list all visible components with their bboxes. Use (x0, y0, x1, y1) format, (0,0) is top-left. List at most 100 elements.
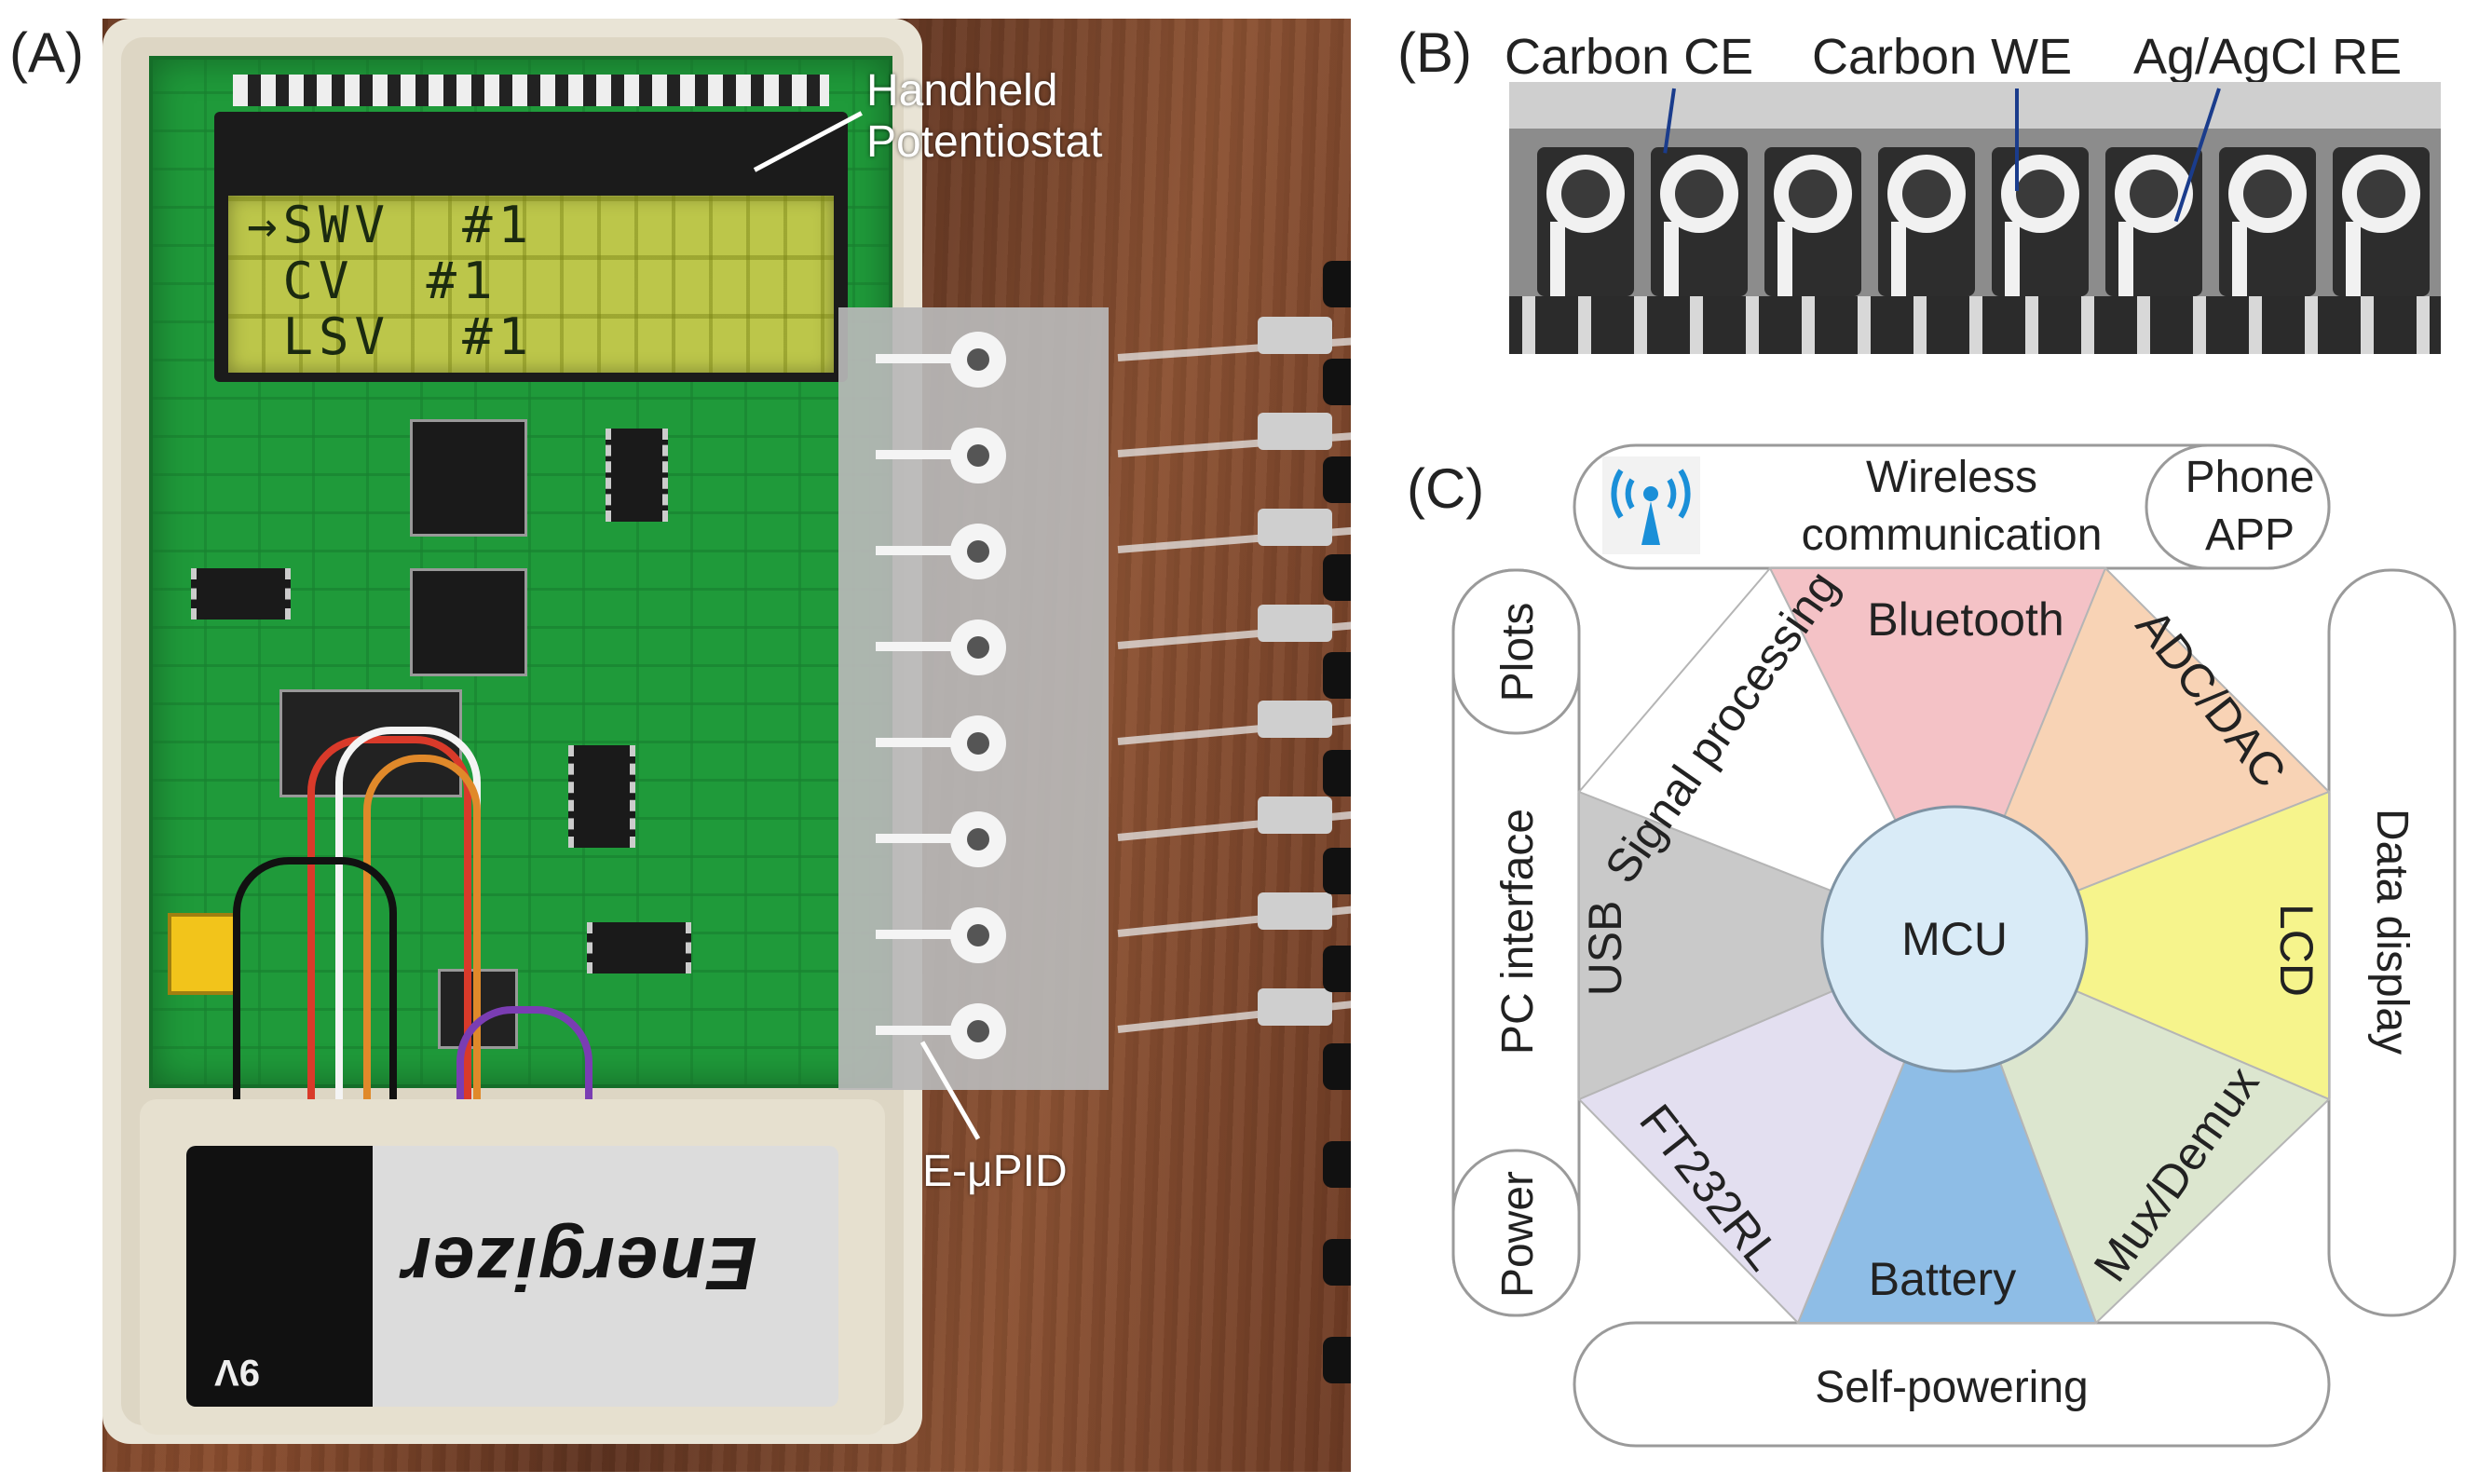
label-plots: Plots (1493, 603, 1543, 702)
label-phone-2: APP (2205, 511, 2295, 560)
reference-lead (2005, 222, 2020, 296)
tube-cap (1323, 554, 1351, 601)
tube-cap (1323, 261, 1351, 307)
electrode-lead (876, 1026, 987, 1035)
tube-tip (1258, 317, 1332, 354)
label-lcd: LCD (2270, 904, 2322, 997)
wifi-antenna-icon (1602, 456, 1700, 554)
electrode-lead (876, 546, 987, 555)
plots-cap (1451, 568, 1581, 735)
pointer-we (2015, 88, 2019, 191)
octagon-segments (1577, 566, 2331, 1325)
reference-lead (1664, 222, 1679, 296)
bluetooth-module-chip (410, 568, 527, 676)
electrode-cell (876, 998, 1034, 1065)
working-electrode (2243, 170, 2292, 218)
lcd-line-1: →SWV #1 (247, 196, 535, 254)
electrode-cell (1764, 147, 1861, 296)
electrode-lead (876, 354, 987, 363)
electrode-cell (876, 614, 1034, 681)
electrode-cell (876, 326, 1034, 393)
lcd-pin-header (233, 75, 829, 106)
mcu-circle (1820, 805, 2089, 1073)
reference-lead (1777, 222, 1792, 296)
panel-label-b: (B) (1397, 21, 1472, 84)
electrode-cell (1878, 147, 1975, 296)
tube-tip (1258, 892, 1332, 930)
electrode-cell (876, 422, 1034, 489)
working-electrode (1789, 170, 1837, 218)
tube-tip (1258, 605, 1332, 642)
label-wireless-1: Wireless (1866, 453, 2037, 502)
electrode-cell (876, 710, 1034, 777)
electrode-lead (876, 642, 987, 651)
working-electrode (2357, 170, 2405, 218)
label-battery: Battery (1869, 1253, 2016, 1305)
tube-cap (1323, 456, 1351, 503)
label-wireless-2: communication (1802, 511, 2103, 560)
reference-lead (2118, 222, 2133, 296)
electrode-cell (2105, 147, 2202, 296)
label-bluetooth: Bluetooth (1867, 593, 2063, 646)
reference-lead (1550, 222, 1565, 296)
reference-lead (2346, 222, 2361, 296)
panel-label-a: (A) (9, 21, 84, 84)
electrode-ring (950, 1003, 1006, 1059)
label-power: Power (1493, 1171, 1543, 1298)
label-mcu: MCU (1901, 913, 2008, 965)
tube-cap (1323, 359, 1351, 405)
working-electrode (1902, 170, 1951, 218)
tube-tip (1258, 701, 1332, 738)
electrode-cell (1537, 147, 1634, 296)
electrode-ring (950, 907, 1006, 963)
annotation-handheld-potentiostat: Handheld Potentiostat (866, 65, 1103, 168)
lcd-pixel-grid (228, 196, 834, 373)
label-carbon-we: Carbon WE (1812, 29, 2073, 85)
electrode-ring (950, 524, 1006, 579)
electrode-ring (950, 332, 1006, 388)
electrode-ring (950, 811, 1006, 867)
electrode-lead (876, 450, 987, 459)
power-cap (1451, 1149, 1581, 1317)
label-ag-agcl-re: Ag/AgCl RE (2133, 29, 2403, 85)
battery-terminal-end (186, 1146, 373, 1407)
tube-cap (1323, 1043, 1351, 1090)
lcd-line-2: CV #1 (247, 252, 498, 310)
label-data-display: Data display (2367, 809, 2417, 1055)
label-pc-interface: PC interface (1493, 809, 1543, 1055)
annotation-e-upid: E-μPID (922, 1147, 1068, 1196)
working-electrode (2130, 170, 2178, 218)
ic-chip (606, 429, 668, 522)
electrode-cell (2219, 147, 2316, 296)
potentiostat-photo: →SWV #1 CV #1 LSV #1 Energizer 9V Handhe… (102, 19, 1351, 1472)
annotation-line-2: Potentiostat (866, 117, 1103, 168)
tube-tip (1258, 988, 1332, 1026)
label-phone-1: Phone (2186, 453, 2315, 502)
electrode-lead (876, 738, 987, 747)
working-electrode (1561, 170, 1610, 218)
label-self-powering: Self-powering (1815, 1363, 2088, 1412)
electrode-cell (1651, 147, 1748, 296)
strip-contact-leads (1509, 296, 2441, 354)
tube-cap (1323, 1337, 1351, 1383)
ic-chip (587, 922, 691, 973)
tube-cap (1323, 1239, 1351, 1286)
electrode-cell (876, 902, 1034, 969)
label-carbon-ce: Carbon CE (1505, 29, 1754, 85)
tube-cap (1323, 652, 1351, 699)
tube-tip (1258, 796, 1332, 834)
microcontroller-chip (410, 419, 527, 537)
electrode-lead (876, 930, 987, 939)
tube-cap (1323, 848, 1351, 894)
tube-tip (1258, 509, 1332, 546)
electrode-ring (950, 428, 1006, 483)
reference-lead (1891, 222, 1906, 296)
working-electrode (2016, 170, 2064, 218)
tube-tip (1258, 413, 1332, 450)
mini-usb-port (168, 913, 240, 995)
working-electrode (1675, 170, 1723, 218)
electrode-cell (2333, 147, 2430, 296)
tube-cap (1323, 946, 1351, 992)
label-usb: USB (1579, 901, 1631, 997)
